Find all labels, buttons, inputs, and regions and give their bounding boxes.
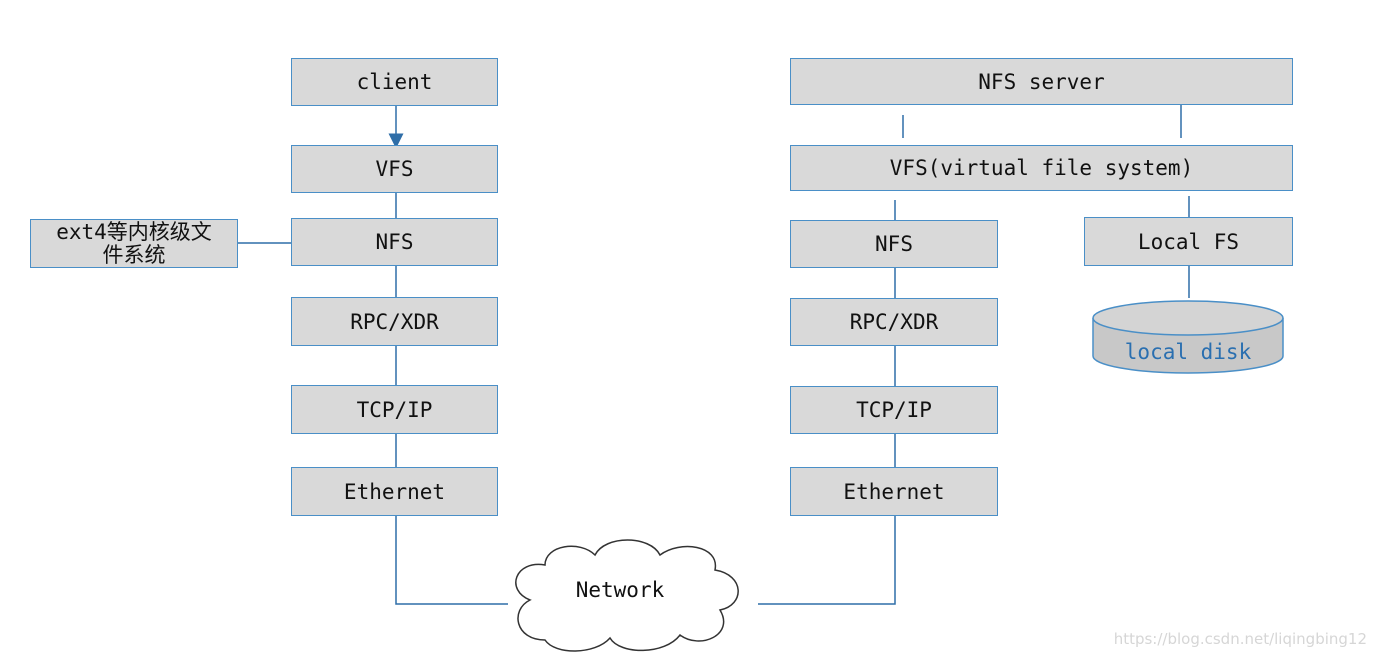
ext4-note-line2: 件系统 bbox=[102, 242, 166, 267]
network-label: Network bbox=[575, 578, 665, 602]
server-rpc-box: RPC/XDR bbox=[790, 298, 998, 346]
server-rpc-label: RPC/XDR bbox=[849, 310, 939, 334]
ext4-note-box: ext4等内核级文 件系统 bbox=[30, 219, 238, 268]
server-nfs-box: NFS bbox=[790, 220, 998, 268]
client-tcp-label: TCP/IP bbox=[356, 397, 433, 422]
server-vfs-label: VFS(virtual file system) bbox=[889, 156, 1194, 180]
watermark: https://blog.csdn.net/liqingbing12 bbox=[1113, 630, 1367, 648]
client-vfs-box: VFS bbox=[291, 145, 498, 193]
local-fs-label: Local FS bbox=[1137, 229, 1240, 254]
server-vfs-box: VFS(virtual file system) bbox=[790, 145, 1293, 191]
client-tcp-box: TCP/IP bbox=[291, 385, 498, 434]
local-disk-cylinder bbox=[1092, 300, 1284, 374]
network-cloud bbox=[515, 539, 739, 652]
server-tcp-box: TCP/IP bbox=[790, 386, 998, 434]
nfs-server-box: NFS server bbox=[790, 58, 1293, 105]
client-nfs-box: NFS bbox=[291, 218, 498, 266]
client-ethernet-box: Ethernet bbox=[291, 467, 498, 516]
nfs-server-label: NFS server bbox=[978, 69, 1105, 94]
client-rpc-label: RPC/XDR bbox=[350, 309, 439, 334]
server-tcp-label: TCP/IP bbox=[856, 398, 932, 422]
ext4-note-line1: ext4等内核级文 bbox=[56, 219, 212, 244]
local-fs-box: Local FS bbox=[1084, 217, 1293, 266]
server-ethernet-label: Ethernet bbox=[843, 479, 945, 504]
server-ethernet-box: Ethernet bbox=[790, 467, 998, 516]
server-nfs-label: NFS bbox=[875, 232, 913, 256]
client-box: client bbox=[291, 58, 498, 106]
client-rpc-box: RPC/XDR bbox=[291, 297, 498, 346]
local-disk-label: local disk bbox=[1124, 340, 1252, 364]
client-vfs-label: VFS bbox=[375, 157, 414, 181]
client-ethernet-label: Ethernet bbox=[343, 479, 446, 504]
client-label: client bbox=[356, 70, 433, 94]
client-nfs-label: NFS bbox=[375, 230, 414, 254]
